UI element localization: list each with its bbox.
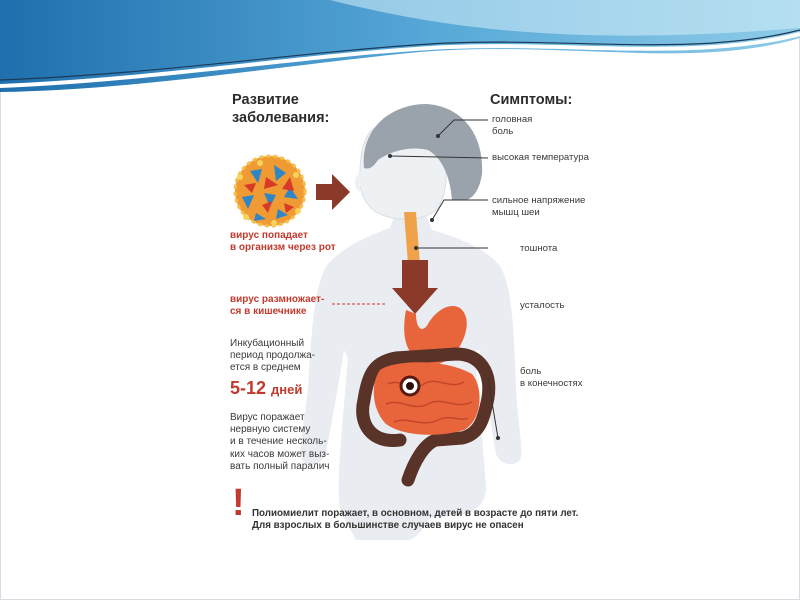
symptom-nausea: тошнота [520,243,558,254]
down-arrow [392,260,438,314]
small-intestine [373,362,480,435]
infographic-art [233,104,522,540]
stage-paralysis: Вирус поражает нервную систему и в течен… [230,412,330,472]
stage-virus-enters: вирус попадает в организм через рот [230,230,336,254]
small-intestine-coils [385,380,473,424]
heading-development: Развитие заболевания: [232,92,330,126]
wave-line-dark [0,29,800,81]
stage-virus-multiplies: вирус размножает- ся в кишечнике [230,294,325,318]
symptom-leaders [389,119,499,439]
leader-limbs [487,377,499,439]
warning-mark: ! [232,482,245,524]
warning-text: Полиомиелит поражает, в основном, детей … [252,508,579,531]
leader-headache [437,119,488,137]
symptom-headache: головная боль [492,114,533,137]
infection-core [406,382,414,390]
incubation-days-unit: дней [271,382,303,397]
wave-banner [0,0,800,92]
leader-dots [388,134,500,440]
polio-infographic: Развитие заболевания: Симптомы: головная… [224,88,600,543]
leader-fever [389,155,489,159]
stage-incubation: Инкубационный период продолжа- ется в ср… [230,338,315,374]
symptom-limbs: боль в конечностях [520,366,583,389]
wave-line-white [0,32,800,88]
large-intestine [356,347,496,487]
esophagus [404,212,420,264]
child-ear [354,172,362,192]
incubation-days-value: 5-12 [230,378,267,398]
right-arrow [316,174,350,210]
wave-highlight [330,0,800,36]
leader-neck [431,199,488,221]
child-hair [363,104,483,200]
symptom-fatigue: усталость [520,300,565,311]
incubation-days: 5-12 дней [230,378,302,400]
intestines [356,347,496,487]
symptom-neck: сильное напряжение мышц шеи [492,195,586,218]
virus-particle [233,154,307,228]
symptom-fever: высокая температура [492,152,589,163]
heading-symptoms: Симптомы: [490,92,573,108]
